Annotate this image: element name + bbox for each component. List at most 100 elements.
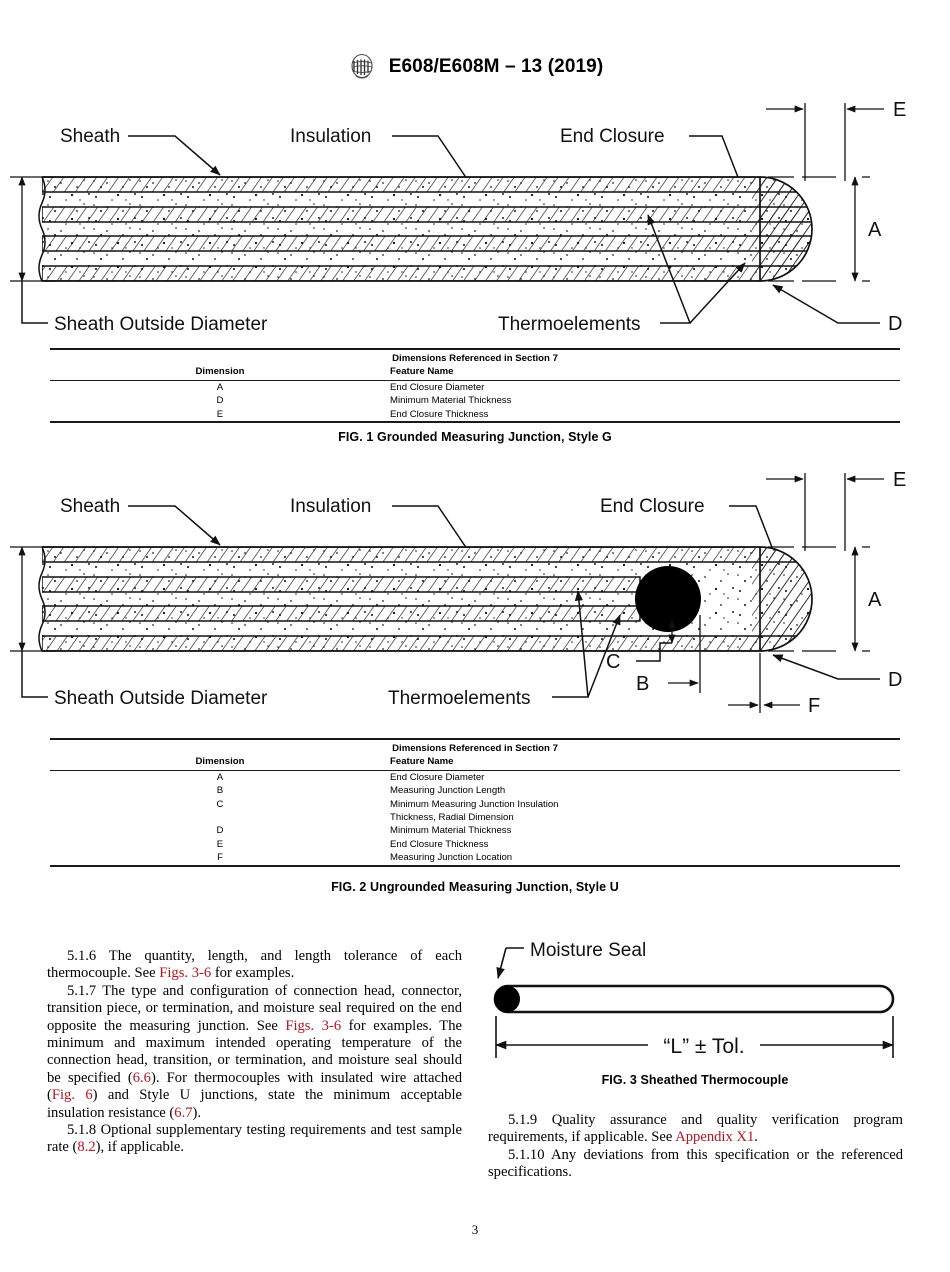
table1-r2-dim: E bbox=[216, 408, 224, 420]
table1-col-dimension: Dimension bbox=[195, 366, 245, 378]
table2-r6-feature: Measuring Junction Location bbox=[390, 852, 513, 864]
table-row: E End Closure Thickness bbox=[50, 408, 900, 422]
document-header: E608/E608M – 13 (2019) bbox=[0, 52, 950, 82]
table1-r0-dim: A bbox=[216, 381, 224, 393]
figure-3-thermocouple-body bbox=[493, 984, 895, 1014]
figure-2-dim-c: C bbox=[606, 619, 676, 673]
table2-r2-feature: Minimum Measuring Junction Insulation bbox=[390, 798, 559, 810]
figure-3-dim-length: “L” ± Tol. bbox=[495, 1016, 894, 1058]
label-sheath-outside-diameter: Sheath Outside Diameter bbox=[54, 688, 268, 709]
table-row: A End Closure Diameter bbox=[50, 381, 900, 394]
paragraph-5-1-6: 5.1.6 The quantity, length, and length t… bbox=[47, 948, 462, 982]
figure-1-dim-e: E bbox=[766, 99, 906, 181]
figure-3-caption: FIG. 3 Sheathed Thermocouple bbox=[601, 1073, 789, 1087]
table2-col-feature: Feature Name bbox=[390, 756, 454, 768]
table2-r4-feature: Minimum Material Thickness bbox=[390, 825, 512, 837]
paragraph-5-1-10: 5.1.10 Any deviations from this specific… bbox=[488, 1146, 903, 1181]
figure-1-drawing: Sheath Insulation End Closure bbox=[10, 99, 906, 335]
table-row: B Measuring Junction Length bbox=[50, 784, 900, 797]
label-thermoelements: Thermoelements bbox=[388, 688, 531, 709]
label-end-closure: End Closure bbox=[600, 496, 705, 517]
label-dim-e: E bbox=[893, 99, 906, 121]
figure-2-callouts: Sheath Insulation End Closure bbox=[60, 496, 783, 584]
label-dim-a: A bbox=[868, 219, 882, 241]
table-row: A End Closure Diameter bbox=[50, 771, 900, 784]
label-dim-d: D bbox=[888, 313, 902, 335]
xref-6-7[interactable]: 6.7 bbox=[174, 1104, 193, 1121]
label-moisture-seal: Moisture Seal bbox=[530, 940, 646, 961]
measuring-junction-bead bbox=[635, 566, 701, 632]
figure-3-drawing: Moisture Seal “L” ± Tol. bbox=[493, 940, 895, 1058]
figure-1: Sheath Insulation End Closure bbox=[0, 95, 950, 345]
figure-2: Sheath Insulation End Closure bbox=[0, 465, 950, 730]
table-row: Thickness, Radial Dimension bbox=[50, 811, 900, 824]
page-number: 3 bbox=[471, 1222, 479, 1237]
table1-r1-feature: Minimum Material Thickness bbox=[390, 395, 512, 407]
xref-fig-6[interactable]: Fig. 6 bbox=[51, 1087, 93, 1104]
body-right-column: 5.1.9 Quality assurance and quality veri… bbox=[488, 1112, 903, 1182]
figure-3: Moisture Seal “L” ± Tol. bbox=[0, 912, 950, 1062]
table2-r3-dim bbox=[50, 811, 390, 824]
figure-2-cable-section bbox=[42, 547, 812, 651]
figure-2-dimension-table: Dimensions Referenced in Section 7 Dimen… bbox=[50, 738, 900, 868]
xref-figs-3-6-b[interactable]: Figs. 3-6 bbox=[285, 1017, 342, 1034]
label-sheath: Sheath bbox=[60, 126, 120, 147]
paragraph-5-1-8: 5.1.8 Optional supplementary testing req… bbox=[47, 1122, 462, 1156]
label-sheath-outside-diameter: Sheath Outside Diameter bbox=[54, 314, 268, 335]
table2-title: Dimensions Referenced in Section 7 bbox=[392, 743, 558, 754]
astm-logo-icon bbox=[351, 53, 373, 79]
table2-r1-feature: Measuring Junction Length bbox=[390, 785, 506, 797]
table2-r0-dim: A bbox=[216, 771, 224, 783]
table2-r6-dim: F bbox=[217, 852, 223, 864]
figure-1-cable-section bbox=[42, 177, 812, 281]
label-thermoelements: Thermoelements bbox=[498, 314, 641, 335]
figure-1-callouts: Sheath Insulation End Closure bbox=[60, 126, 749, 214]
xref-6-6[interactable]: 6.6 bbox=[132, 1069, 151, 1086]
xref-figs-3-6[interactable]: Figs. 3-6 bbox=[159, 965, 212, 982]
figure-2-dim-e: E bbox=[766, 469, 906, 551]
table1-title: Dimensions Referenced in Section 7 bbox=[392, 353, 558, 364]
table2-r5-dim: E bbox=[216, 838, 224, 850]
figure-1-dim-d: D bbox=[772, 284, 902, 335]
figure-1-caption: FIG. 1 Grounded Measuring Junction, Styl… bbox=[338, 430, 612, 444]
table1-r1-dim: D bbox=[216, 395, 224, 407]
label-length-tolerance: “L” ± Tol. bbox=[663, 1035, 744, 1058]
figure-2-dim-f: F bbox=[728, 653, 820, 717]
label-dim-b: B bbox=[636, 673, 649, 695]
xref-8-2[interactable]: 8.2 bbox=[77, 1139, 96, 1156]
table2-r5-feature: End Closure Thickness bbox=[390, 838, 489, 850]
label-dim-a: A bbox=[868, 589, 882, 611]
figure-2-drawing: Sheath Insulation End Closure bbox=[10, 469, 906, 717]
standard-designation: E608/E608M – 13 (2019) bbox=[388, 56, 604, 77]
table-row: F Measuring Junction Location bbox=[50, 851, 900, 865]
table-row: D Minimum Material Thickness bbox=[50, 824, 900, 837]
figure-1-dim-a: A bbox=[768, 176, 882, 282]
figure-1-dimension-table: Dimensions Referenced in Section 7 Dimen… bbox=[50, 348, 900, 425]
figure-1-thermoelements-callout: Thermoelements bbox=[498, 214, 746, 335]
paragraph-5-1-9: 5.1.9 Quality assurance and quality veri… bbox=[488, 1112, 903, 1146]
figure-2-dim-a: A bbox=[768, 546, 882, 652]
label-sheath: Sheath bbox=[60, 496, 120, 517]
table2-col-dimension: Dimension bbox=[195, 756, 245, 768]
table-row: E End Closure Thickness bbox=[50, 838, 900, 851]
xref-appendix-x1[interactable]: Appendix X1 bbox=[675, 1129, 755, 1146]
table1-r0-feature: End Closure Diameter bbox=[390, 381, 485, 393]
table2-r4-dim: D bbox=[216, 825, 224, 837]
figure-1-dim-sheath-od: Sheath Outside Diameter bbox=[10, 176, 268, 335]
table-row: D Minimum Material Thickness bbox=[50, 394, 900, 407]
label-dim-e: E bbox=[893, 469, 906, 491]
label-insulation: Insulation bbox=[290, 126, 371, 147]
figure-3-callouts: Moisture Seal bbox=[496, 940, 646, 979]
table2-r3-feature: Thickness, Radial Dimension bbox=[390, 812, 514, 824]
table2-r1-dim: B bbox=[216, 785, 224, 797]
label-dim-c: C bbox=[606, 651, 620, 673]
figure-2-dim-d: D bbox=[772, 654, 902, 691]
figure-2-dim-sheath-od: Sheath Outside Diameter bbox=[10, 546, 268, 709]
label-end-closure: End Closure bbox=[560, 126, 665, 147]
table2-r2-dim: C bbox=[216, 798, 224, 810]
figure-2-dim-b: B bbox=[636, 615, 701, 695]
paragraph-5-1-7: 5.1.7 The type and configuration of conn… bbox=[47, 982, 463, 1121]
table2-r0-feature: End Closure Diameter bbox=[390, 771, 485, 783]
label-insulation: Insulation bbox=[290, 496, 371, 517]
